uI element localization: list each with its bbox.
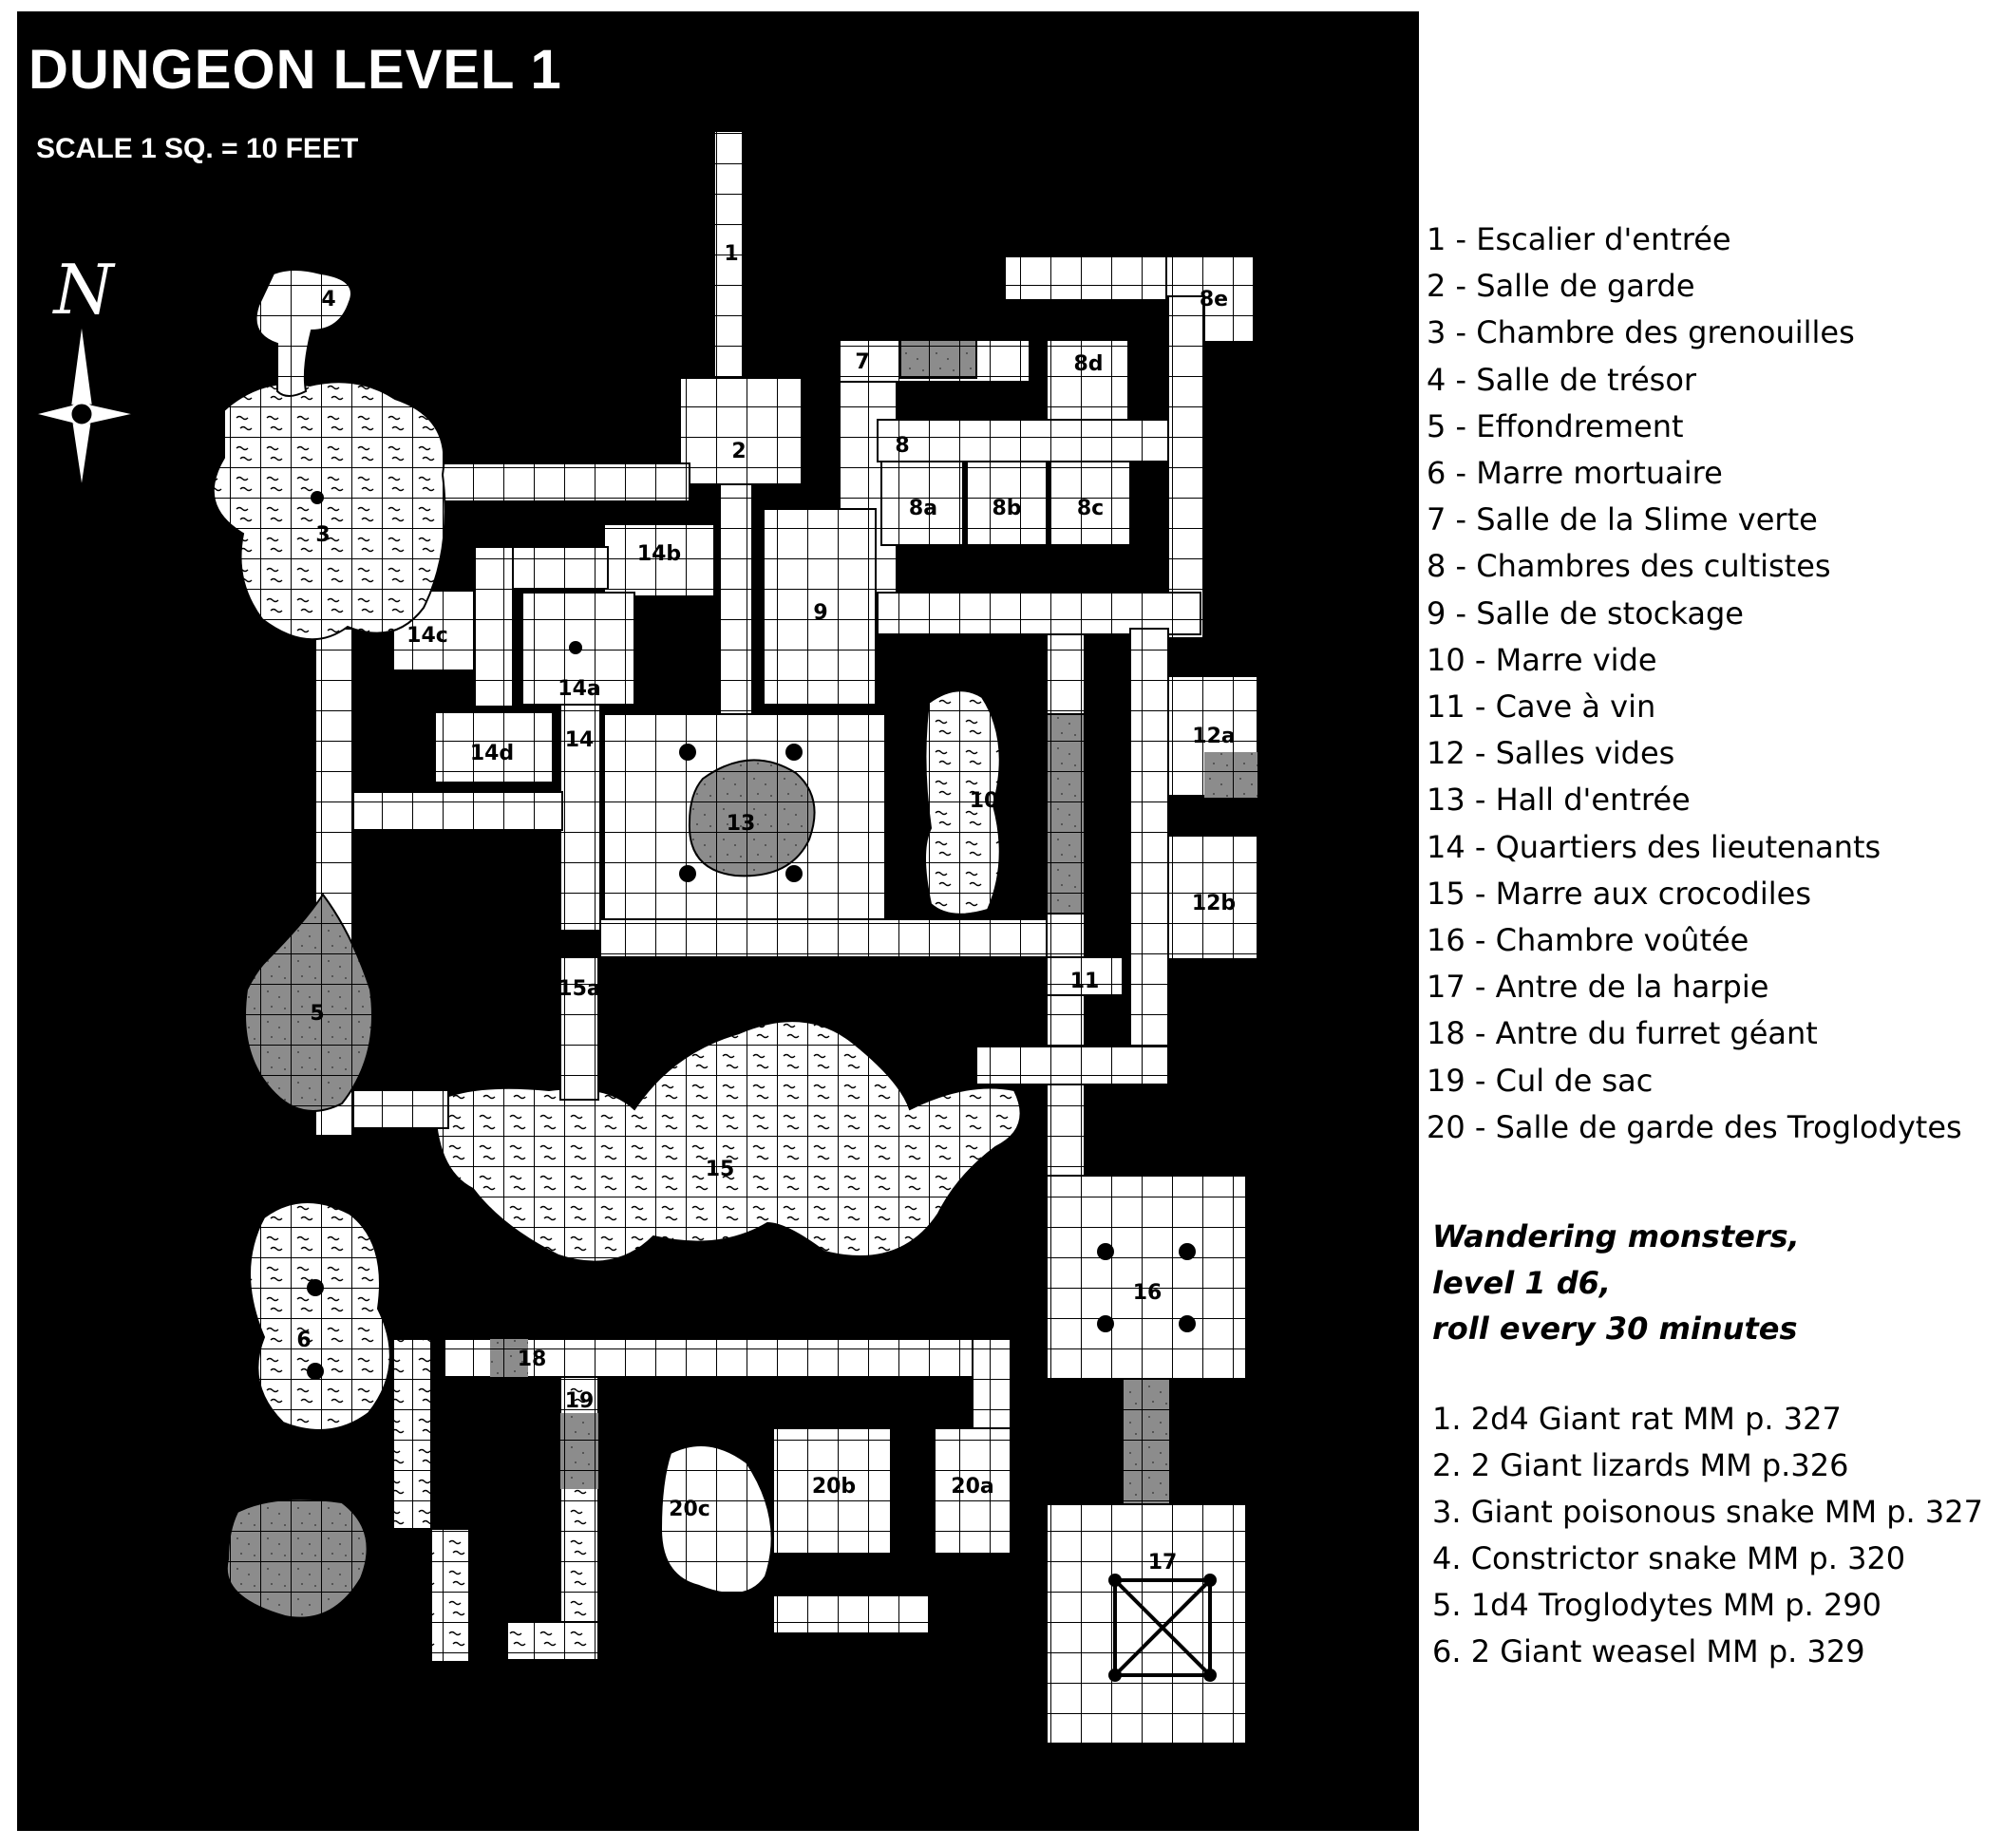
room-label-8b: 8b xyxy=(992,497,1021,520)
wandering-title-line: roll every 30 minutes xyxy=(1432,1311,1798,1347)
wandering-monsters-heading: Wandering monsters, level 1 d6, roll every… xyxy=(1432,1214,2002,1352)
room-label-3: 3 xyxy=(315,523,330,547)
legend-item: 15 - Marre aux crocodiles xyxy=(1427,875,1811,912)
dungeon-map-drawing: 1 2 3 4 5 6 7 8 8a 8b 8c 8d 8e 9 10 11 12a 12b 13 14 14a 14b 1… xyxy=(35,130,1258,1744)
room-label-1: 1 xyxy=(724,242,738,266)
wandering-monsters-list: 1. 2d4 Giant rat MM p. 327 2. 2 Giant liz… xyxy=(1432,1396,2002,1675)
room-label-2: 2 xyxy=(731,440,746,463)
compass-rose-icon xyxy=(35,324,134,487)
legend-item: 10 - Marre vide xyxy=(1427,641,1657,678)
legend-item: 11 - Cave à vin xyxy=(1427,688,1656,726)
room-label-8e: 8e xyxy=(1200,288,1228,311)
room-label-17: 17 xyxy=(1148,1551,1178,1575)
room-label-15: 15 xyxy=(706,1158,735,1181)
legend-item: 20 - Salle de garde des Troglodytes xyxy=(1427,1108,1962,1145)
room-label-14d: 14d xyxy=(470,742,514,765)
room-label-7: 7 xyxy=(855,350,869,374)
legend-item: 18 - Antre du furret géant xyxy=(1427,1015,1818,1052)
legend-item: 3 - Chambre des grenouilles xyxy=(1427,314,1855,351)
legend-item: 5 - Effondrement xyxy=(1427,407,1684,444)
legend-item: 14 - Quartiers des lieutenants xyxy=(1427,828,1881,865)
room-label-8c: 8c xyxy=(1077,497,1104,520)
room-label-4: 4 xyxy=(321,288,335,311)
room-label-8: 8 xyxy=(895,434,909,458)
wandering-title-line: level 1 d6, xyxy=(1432,1264,1612,1301)
room-label-12a: 12a xyxy=(1192,725,1235,748)
room-label-12b: 12b xyxy=(1192,892,1236,915)
map-scale: SCALE 1 SQ. = 10 FEET xyxy=(36,133,359,164)
room-label-6: 6 xyxy=(296,1329,311,1352)
monster-entry: 1. 2d4 Giant rat MM p. 327 xyxy=(1432,1401,1842,1437)
room-label-10: 10 xyxy=(970,789,999,813)
legend-item: 6 - Marre mortuaire xyxy=(1427,455,1723,492)
room-label-15a: 15a xyxy=(558,977,600,1001)
monster-entry: 2. 2 Giant lizards MM p.326 xyxy=(1432,1447,1849,1483)
room-label-19: 19 xyxy=(565,1389,595,1413)
room-label-14b: 14b xyxy=(637,542,681,566)
room-label-14a: 14a xyxy=(558,677,600,701)
legend-item: 1 - Escalier d'entrée xyxy=(1427,221,1731,257)
dungeon-floor-plan xyxy=(35,130,1258,1744)
legend-item: 12 - Salles vides xyxy=(1427,735,1675,772)
room-label-8d: 8d xyxy=(1073,352,1103,376)
legend-item: 9 - Salle de stockage xyxy=(1427,594,1744,632)
legend-item: 16 - Chambre voûtée xyxy=(1427,922,1749,959)
monster-entry: 3. Giant poisonous snake MM p. 327 xyxy=(1432,1494,1983,1530)
legend-item: 19 - Cul de sac xyxy=(1427,1062,1654,1099)
map-title: DUNGEON LEVEL 1 xyxy=(28,39,562,101)
legend-item: 7 - Salle de la Slime verte xyxy=(1427,501,1818,538)
room-label-16: 16 xyxy=(1133,1281,1163,1305)
room-legend: 1 - Escalier d'entrée 2 - Salle de garde 3… xyxy=(1427,217,1996,1151)
room-label-11: 11 xyxy=(1070,970,1100,993)
room-label-20b: 20b xyxy=(812,1475,856,1499)
legend-item: 8 - Chambres des cultistes xyxy=(1427,548,1831,585)
monster-entry: 4. Constrictor snake MM p. 320 xyxy=(1432,1540,1906,1576)
room-label-14: 14 xyxy=(565,728,595,752)
legend-item: 4 - Salle de trésor xyxy=(1427,361,1697,398)
monster-entry: 5. 1d4 Troglodytes MM p. 290 xyxy=(1432,1587,1882,1623)
monster-entry: 6. 2 Giant weasel MM p. 329 xyxy=(1432,1633,1865,1669)
wandering-title-line: Wandering monsters, xyxy=(1432,1218,1800,1254)
room-label-13: 13 xyxy=(727,812,756,836)
legend-item: 13 - Hall d'entrée xyxy=(1427,782,1691,819)
dungeon-map: 1 2 3 4 5 6 7 8 8a 8b 8c 8d 8e 9 10 11 12a 12b 13 14 14a 14b 1… xyxy=(17,11,1419,1831)
compass-north-letter: N xyxy=(52,250,117,330)
room-label-20a: 20a xyxy=(951,1475,993,1499)
room-label-9: 9 xyxy=(813,601,827,625)
room-label-20c: 20c xyxy=(669,1498,710,1521)
room-label-8a: 8a xyxy=(909,497,937,520)
room-label-5: 5 xyxy=(310,1002,324,1026)
legend-item: 17 - Antre de la harpie xyxy=(1427,969,1769,1006)
room-label-18: 18 xyxy=(518,1348,547,1371)
room-label-14c: 14c xyxy=(406,624,448,648)
legend-item: 2 - Salle de garde xyxy=(1427,268,1695,305)
